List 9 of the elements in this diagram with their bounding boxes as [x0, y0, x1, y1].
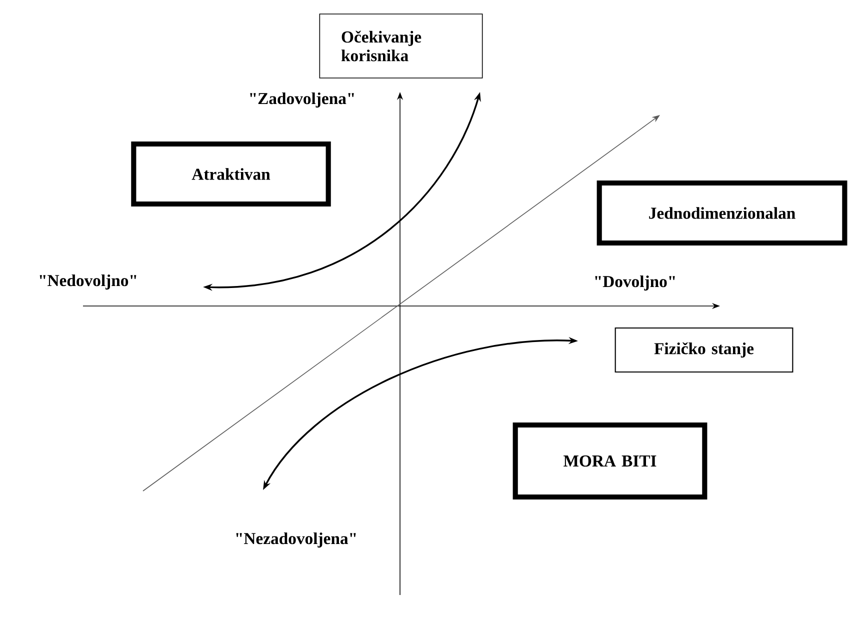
axis-label: "Dovoljno": [595, 275, 675, 291]
category-box: Atraktivan: [131, 141, 331, 207]
axis-label: "Zadovoljena": [250, 92, 354, 108]
axis-label: "Nedovoljno": [40, 274, 136, 290]
axis-label: "Nezadovoljena": [236, 532, 356, 548]
label-box: Očekivanje korisnika: [319, 14, 483, 78]
category-box: MORA BITI: [512, 422, 708, 500]
label-box: Fizičko stanje: [614, 327, 794, 373]
category-box: Jednodimenzionalan: [596, 180, 848, 246]
